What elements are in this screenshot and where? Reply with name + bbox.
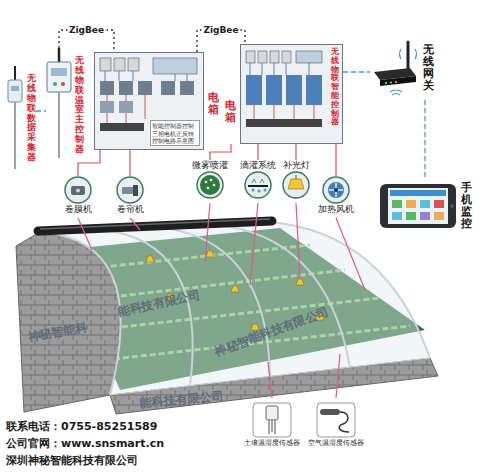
data-collector-icon-svg	[6, 64, 24, 169]
phone-monitor-icon	[378, 178, 458, 234]
sensor: 土壤温湿度传感器	[244, 402, 300, 448]
equipment-icon: 微雾喷灌	[192, 160, 228, 199]
equipment-symbol-svg	[244, 171, 272, 199]
box-title: 电箱	[225, 100, 236, 124]
leader-line	[78, 218, 92, 250]
wireless-link	[343, 71, 370, 72]
equipment-symbol-svg	[196, 171, 224, 199]
sensor-symbol	[316, 402, 356, 438]
equipment-label: 补光灯	[283, 160, 310, 171]
main-controller-icon	[46, 48, 72, 158]
lamp	[296, 279, 304, 285]
glass-roof	[40, 222, 430, 395]
vertical-label: 无线物联数据采集器	[27, 74, 36, 163]
lamp	[146, 256, 154, 262]
contact-text: 联系电话：0755-85251589	[6, 420, 157, 433]
circuit-note: 智能控制器控制 三相电机正反转 控制电路示意图	[150, 120, 200, 146]
wireless-link	[36, 110, 46, 111]
vertical-label: 无线物联温室主控制器	[75, 56, 84, 155]
arch	[40, 232, 121, 395]
wireless-gateway-icon	[370, 40, 420, 100]
data-collector-icon	[6, 64, 24, 169]
sensor-symbol-svg	[316, 402, 356, 438]
control-cabinet: 无线物联智能控制器	[240, 44, 343, 144]
leader-line	[296, 203, 300, 278]
equipment-label: 加热风机	[318, 204, 354, 215]
leader-line	[268, 362, 272, 398]
vertical-label: 无线网关	[423, 44, 434, 92]
equipment-symbol-svg	[64, 176, 92, 204]
equipment-symbol	[244, 171, 272, 199]
roof-arches	[40, 222, 430, 395]
equipment-symbol	[116, 176, 144, 204]
equipment-symbol-svg	[282, 171, 310, 199]
equipment-icon: 补光灯	[282, 160, 310, 199]
wireless-link	[424, 100, 425, 178]
sensor-label: 土壤温湿度传感器	[244, 439, 300, 448]
leader-line	[336, 218, 365, 290]
lamp	[231, 286, 239, 292]
arch	[213, 225, 351, 368]
power-wire	[257, 144, 258, 160]
wiring-drawing	[241, 45, 327, 143]
watermark: 能科技有限公司	[139, 389, 224, 411]
sensor-symbol-svg	[252, 402, 292, 438]
equipment-icon: 滴灌系统	[240, 160, 276, 199]
sensor-symbol	[252, 402, 292, 438]
power-wire	[335, 144, 336, 176]
leader-line	[205, 203, 210, 262]
lamp	[206, 251, 214, 257]
equipment-icon: 卷帘机	[116, 176, 144, 215]
equipment-symbol	[64, 176, 92, 204]
main-controller-icon-svg	[46, 48, 72, 158]
wiring-drawing-svg	[241, 45, 327, 143]
equipment-symbol	[322, 176, 350, 204]
leader-lines	[78, 203, 365, 398]
box-title: 电箱	[208, 92, 219, 116]
equipment-symbol-svg	[116, 176, 144, 204]
roll-curtain	[38, 221, 272, 231]
equipment-label: 微雾喷灌	[192, 160, 228, 171]
sensor: 空气温湿度传感器	[308, 402, 364, 448]
leader-line	[250, 203, 258, 285]
edge-label: ZigBee	[67, 25, 106, 36]
equipment-icon: 加热风机	[318, 176, 354, 215]
main-controller: 无线物联温室主控制器	[46, 48, 84, 158]
watermark: 神秘智能科技有限公司	[213, 304, 331, 359]
equipment-icon: 卷膜机	[64, 176, 92, 215]
sensor-label: 空气温湿度传感器	[308, 439, 364, 448]
equipment-symbol	[282, 171, 310, 199]
phone-monitor-icon-svg	[378, 178, 458, 234]
phone-monitor: 手机监控	[378, 178, 472, 234]
arch	[270, 222, 430, 358]
electric-box: 智能控制器控制 三相电机正反转 控制电路示意图电箱	[94, 52, 219, 150]
roll-curtain-shine	[40, 219, 270, 229]
equipment-label: 卷帘机	[117, 204, 144, 215]
edge-label: ZigBee	[201, 25, 240, 36]
vertical-label: 无线物联智能控制器	[331, 48, 339, 127]
vertical-label: 手机监控	[461, 182, 472, 230]
contact-text: 公司官网：www.snsmart.cn	[6, 437, 164, 450]
equipment-symbol	[196, 171, 224, 199]
equipment-label: 滴灌系统	[240, 160, 276, 171]
leader-line	[130, 218, 140, 230]
watermark: 神秘智能科	[27, 320, 89, 345]
equipment-symbol-svg	[322, 176, 350, 204]
data-collector: 无线物联数据采集器	[6, 64, 36, 169]
equipment-label: 卷膜机	[65, 204, 92, 215]
power-wire	[295, 144, 296, 160]
electric-box: 电箱 无线物联智能控制器	[225, 44, 343, 144]
watermark: 能科技有限公司	[117, 288, 202, 320]
contact-text: 深圳神秘智能科技有限公司	[6, 454, 138, 467]
control-cabinet: 智能控制器控制 三相电机正反转 控制电路示意图	[94, 52, 204, 150]
power-wire	[129, 150, 130, 176]
leader-line	[336, 354, 340, 398]
wireless-gateway-icon-svg	[370, 40, 420, 100]
wireless-gateway: 无线网关	[370, 40, 434, 100]
power-wire	[210, 144, 231, 160]
